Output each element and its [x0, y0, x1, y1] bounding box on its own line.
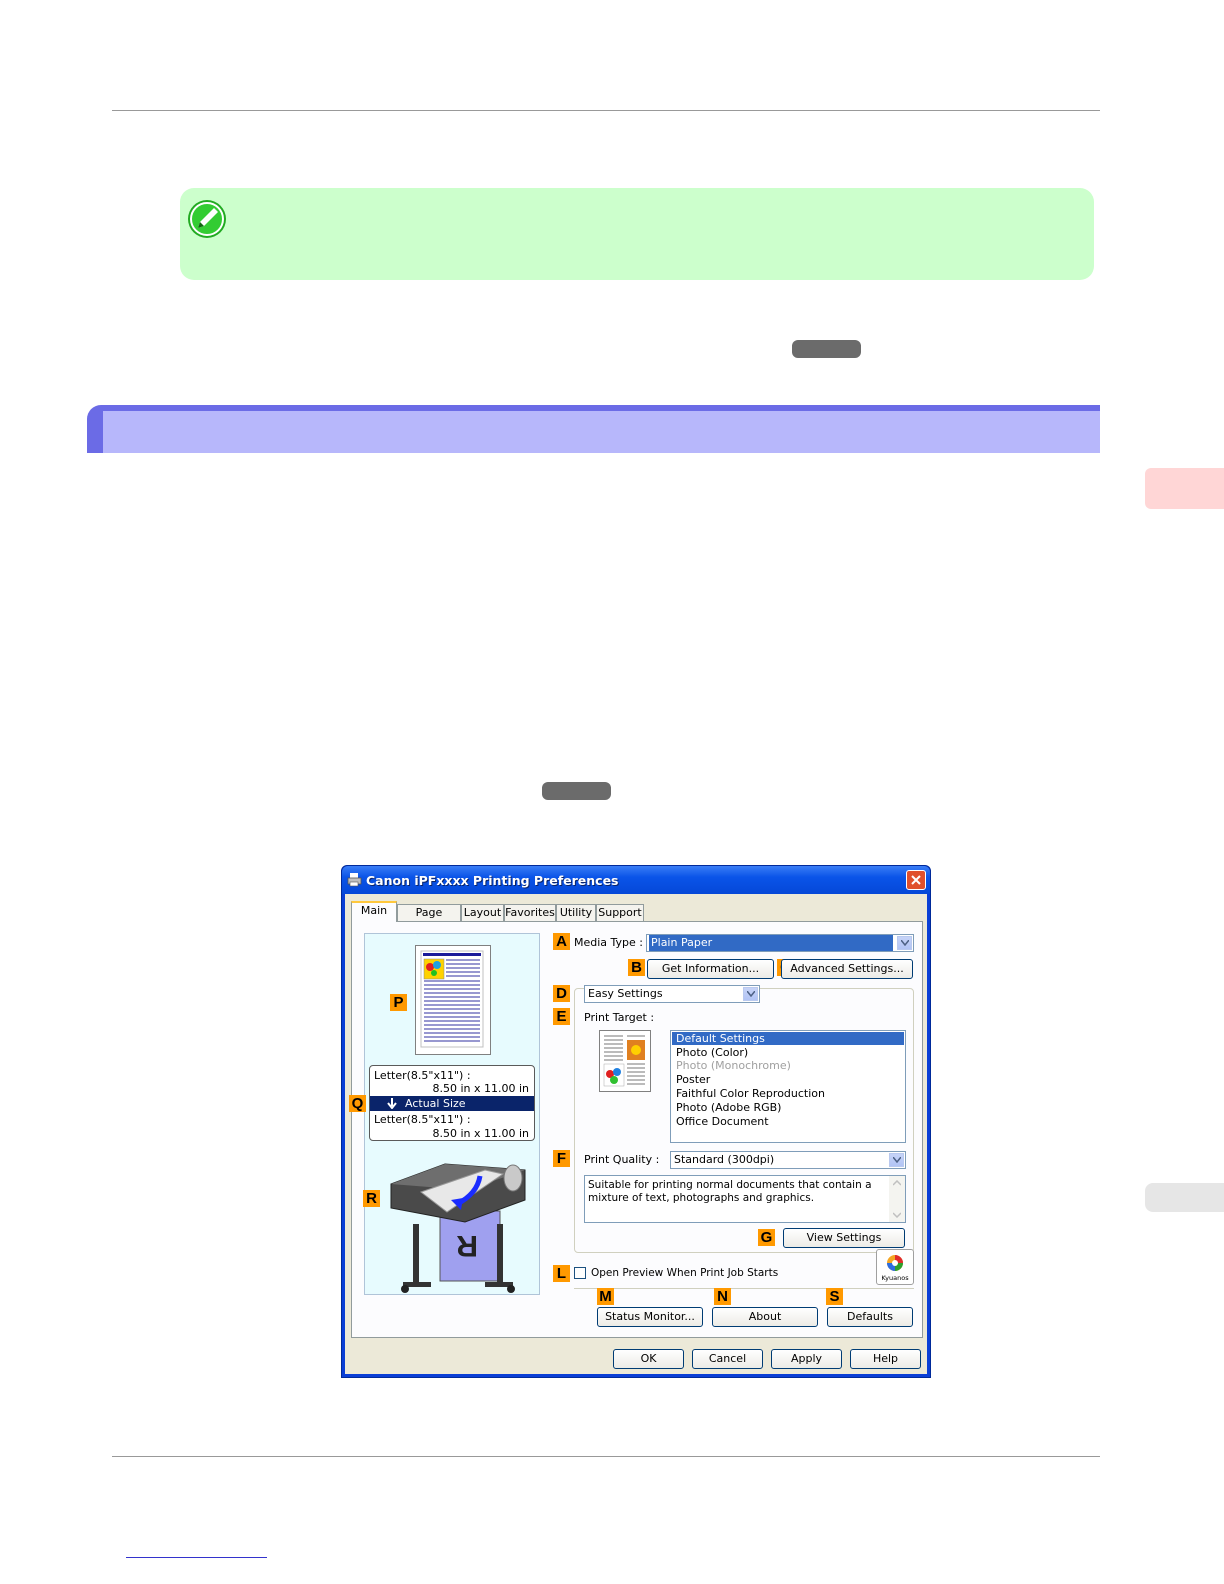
- chevron-down-icon: [747, 991, 755, 997]
- svg-text:R: R: [456, 1229, 478, 1262]
- page-preview-thumbnail: [415, 945, 491, 1055]
- output-size-dimensions: 8.50 in x 11.00 in: [432, 1127, 529, 1140]
- view-settings-button[interactable]: View Settings: [783, 1228, 905, 1248]
- printer-icon: [347, 873, 362, 887]
- kyuanos-color-icon: [887, 1255, 903, 1271]
- paper-size-info: Letter(8.5"x11") : 8.50 in x 11.00 in Ac…: [369, 1065, 535, 1141]
- callout-e: E: [553, 1008, 570, 1025]
- kyuanos-logo: Kyuanos: [876, 1249, 914, 1285]
- tab-favorites[interactable]: Favorites: [504, 904, 556, 921]
- print-target-item[interactable]: Default Settings: [672, 1032, 904, 1045]
- source-size-label: Letter(8.5"x11") :: [374, 1069, 471, 1082]
- scroll-up-icon: [893, 1180, 901, 1186]
- print-target-item: Photo (Monochrome): [676, 1059, 791, 1072]
- tab-main[interactable]: Main: [351, 901, 397, 922]
- print-quality-value: Standard (300dpi): [674, 1153, 775, 1166]
- note-box: [180, 188, 1094, 280]
- callout-g: G: [758, 1229, 775, 1246]
- media-type-select[interactable]: Plain Paper: [646, 934, 914, 952]
- section-heading-bar: [87, 405, 1100, 453]
- tab-page-setup[interactable]: Page Setup: [397, 904, 461, 935]
- main-tab-panel: P Letter(8.5"x11") : 8.50 in x 11.00 in …: [349, 921, 923, 1338]
- kyuanos-label: Kyuanos: [881, 1274, 909, 1282]
- chapter-side-tab[interactable]: [1145, 468, 1224, 509]
- reference-link-badge-2[interactable]: [542, 782, 611, 800]
- apply-button[interactable]: Apply: [771, 1349, 842, 1369]
- callout-f: F: [553, 1150, 570, 1167]
- reference-link-badge[interactable]: [792, 340, 861, 358]
- print-target-item[interactable]: Photo (Color): [676, 1046, 749, 1059]
- tab-layout[interactable]: Layout: [461, 904, 504, 921]
- close-button[interactable]: [906, 870, 926, 890]
- bottom-divider: [574, 1288, 914, 1289]
- print-target-item[interactable]: Photo (Adobe RGB): [676, 1101, 782, 1114]
- media-type-label: Media Type :: [574, 936, 644, 949]
- description-scrollbar[interactable]: [889, 1176, 905, 1222]
- print-quality-label: Print Quality :: [584, 1153, 660, 1166]
- printer-illustration: R: [390, 1163, 526, 1293]
- scroll-down-icon: [893, 1212, 901, 1218]
- header-rule: [112, 110, 1100, 111]
- defaults-button[interactable]: Defaults: [827, 1307, 913, 1327]
- callout-a: A: [553, 933, 570, 950]
- close-icon: [911, 875, 921, 885]
- callout-m: M: [597, 1288, 614, 1305]
- get-information-button[interactable]: Get Information...: [647, 959, 774, 979]
- footer-rule: [112, 1456, 1100, 1457]
- output-size-label: Letter(8.5"x11") :: [374, 1113, 471, 1126]
- chevron-down-icon: [901, 940, 909, 946]
- description-box: Suitable for printing normal documents t…: [584, 1175, 906, 1223]
- printing-preferences-dialog: Canon iPFxxxx Printing Preferences Main …: [341, 865, 931, 1378]
- open-preview-label: Open Preview When Print Job Starts: [591, 1267, 779, 1279]
- dialog-titlebar[interactable]: Canon iPFxxxx Printing Preferences: [342, 866, 930, 894]
- callout-b: B: [628, 959, 645, 976]
- about-button[interactable]: About: [712, 1307, 818, 1327]
- help-button[interactable]: Help: [850, 1349, 921, 1369]
- scaling-mode-label: Actual Size: [405, 1097, 466, 1110]
- tab-utility[interactable]: Utility: [556, 904, 596, 921]
- index-side-tab[interactable]: [1145, 1183, 1224, 1212]
- media-type-value: Plain Paper: [649, 935, 893, 951]
- callout-r: R: [363, 1190, 380, 1207]
- callout-p: P: [390, 994, 407, 1011]
- advanced-settings-button[interactable]: Advanced Settings...: [781, 959, 913, 979]
- print-target-item[interactable]: Office Document: [676, 1115, 769, 1128]
- dialog-client-area: Main Page Setup Layout Favorites Utility…: [345, 894, 927, 1374]
- callout-n: N: [714, 1288, 731, 1305]
- callout-s: S: [826, 1288, 843, 1305]
- footer-link-underline[interactable]: [126, 1557, 267, 1558]
- settings-mode-value: Easy Settings: [588, 987, 663, 1000]
- callout-d: D: [553, 985, 570, 1002]
- open-preview-checkbox[interactable]: [574, 1267, 586, 1279]
- dialog-title: Canon iPFxxxx Printing Preferences: [366, 873, 619, 888]
- source-size-dimensions: 8.50 in x 11.00 in: [432, 1082, 529, 1095]
- down-arrow-icon: [387, 1098, 397, 1109]
- ok-button[interactable]: OK: [613, 1349, 684, 1369]
- callout-l: L: [553, 1265, 570, 1282]
- print-target-thumbnail: [599, 1030, 651, 1092]
- print-target-item[interactable]: Poster: [676, 1073, 711, 1086]
- print-target-label: Print Target :: [584, 1011, 655, 1024]
- pencil-note-icon: [188, 200, 226, 238]
- preview-pane: P Letter(8.5"x11") : 8.50 in x 11.00 in …: [349, 933, 540, 1295]
- callout-q: Q: [349, 1095, 366, 1112]
- chevron-down-icon: [893, 1157, 901, 1163]
- print-target-list[interactable]: Default Settings Photo (Color) Photo (Mo…: [670, 1030, 906, 1143]
- print-quality-select[interactable]: Standard (300dpi): [670, 1151, 906, 1169]
- scaling-mode-bar: Actual Size: [370, 1096, 534, 1111]
- tab-support[interactable]: Support: [596, 904, 644, 921]
- settings-mode-select[interactable]: Easy Settings: [584, 985, 760, 1003]
- print-target-item[interactable]: Faithful Color Reproduction: [676, 1087, 825, 1100]
- status-monitor-button[interactable]: Status Monitor...: [597, 1307, 703, 1327]
- description-text: Suitable for printing normal documents t…: [588, 1179, 872, 1204]
- cancel-button[interactable]: Cancel: [692, 1349, 763, 1369]
